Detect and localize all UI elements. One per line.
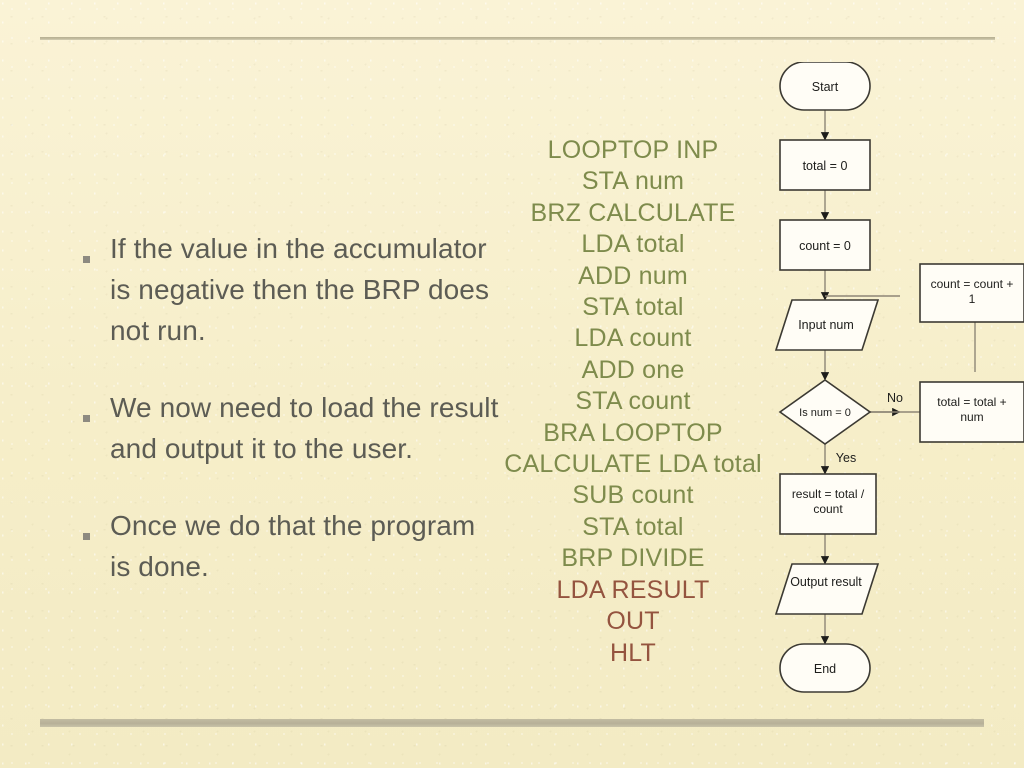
code-line: LOOPTOP INP xyxy=(547,136,719,164)
flow-node-label: count = count +1 xyxy=(931,277,1014,306)
flow-node-label: total = total +num xyxy=(937,395,1006,424)
list-item: If the value in the accumulator is negat… xyxy=(80,228,500,351)
code-line: BRZ CALCULATE xyxy=(530,198,736,227)
bullet-text: If the value in the accumulator is negat… xyxy=(110,233,490,346)
code-line: LDA RESULT xyxy=(556,575,710,604)
code-line: STA num xyxy=(581,167,685,196)
code-line: BRA LOOPTOP xyxy=(543,418,723,447)
top-divider-rule xyxy=(40,37,995,40)
flow-node-init-count: count = 0 xyxy=(779,219,871,271)
bullet-text: Once we do that the program is done. xyxy=(110,510,476,582)
flow-node-output: Output result xyxy=(774,563,880,615)
flow-node-input: Input num xyxy=(774,299,880,351)
code-line: STA total xyxy=(582,512,684,541)
flow-node-label: count = 0 xyxy=(799,239,851,253)
code-line: CALCULATE LDA total xyxy=(504,450,762,479)
flow-node-start: Start xyxy=(779,62,871,111)
code-line: LDA total xyxy=(581,230,685,259)
flow-loopback-connector xyxy=(825,295,920,413)
code-listing: LOOPTOP INP STA num BRZ CALCULATE LDA to… xyxy=(455,135,811,669)
code-line: STA count xyxy=(575,387,691,416)
list-item: We now need to load the result and outpu… xyxy=(80,387,500,469)
code-line: HLT xyxy=(610,638,656,667)
flow-node-label: End xyxy=(814,662,836,676)
code-line: ADD one xyxy=(581,355,685,384)
flow-node-label: Output result xyxy=(790,575,862,589)
flowchart: Start total = 0 count = 0 Input num Is n… xyxy=(770,62,1024,702)
code-line: ADD num xyxy=(578,261,688,290)
flow-node-label: Is num = 0 xyxy=(799,407,851,419)
flow-branch-label-yes: Yes xyxy=(836,451,856,465)
flow-node-label: total = 0 xyxy=(803,159,848,173)
flow-node-inc-count: count = count +1 xyxy=(919,263,1024,323)
code-line: BRP DIVIDE xyxy=(561,544,705,573)
square-bullet-icon xyxy=(83,256,90,263)
flow-node-label: Input num xyxy=(798,318,854,332)
square-bullet-icon xyxy=(83,533,90,540)
code-line: OUT xyxy=(606,607,660,636)
code-line: LDA count xyxy=(574,324,692,353)
flow-node-label: Start xyxy=(812,80,839,94)
bullet-list: If the value in the accumulator is negat… xyxy=(80,228,500,587)
flow-node-decision: Is num = 0 xyxy=(778,379,872,445)
flow-node-label: result = total /count xyxy=(792,487,865,516)
square-bullet-icon xyxy=(83,415,90,422)
flow-node-end: End xyxy=(779,643,871,693)
flow-node-result: result = total /count xyxy=(779,473,877,535)
flow-branch-label-no: No xyxy=(887,391,903,405)
code-line: SUB count xyxy=(572,481,694,510)
code-line: STA total xyxy=(582,293,684,322)
flow-node-add-total: total = total +num xyxy=(919,381,1024,443)
bullet-text: We now need to load the result and outpu… xyxy=(110,392,499,464)
flow-node-init-total: total = 0 xyxy=(779,139,871,191)
list-item: Once we do that the program is done. xyxy=(80,505,500,587)
bottom-divider-rule xyxy=(40,719,984,727)
